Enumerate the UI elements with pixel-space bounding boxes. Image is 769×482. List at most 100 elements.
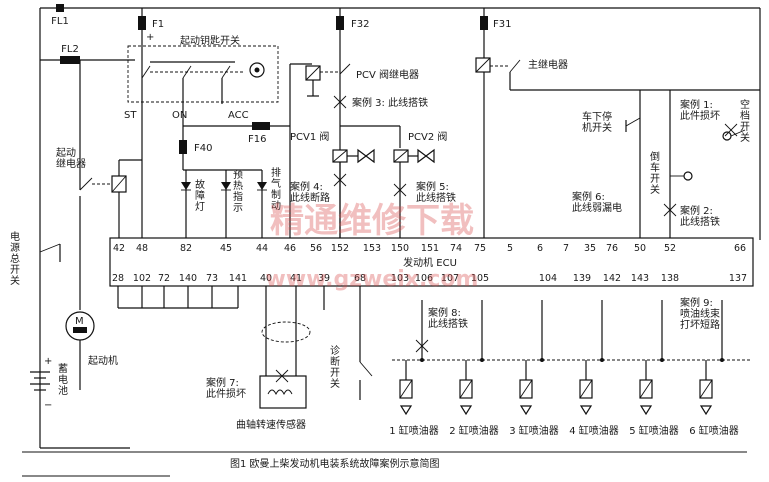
injector-label: 5 缸喷油器 — [629, 424, 679, 437]
ecu-top-pin: 5 — [507, 243, 513, 254]
preheat-lamp: 预热指示 — [221, 169, 243, 240]
ecu-bottom-pin: 68 — [354, 273, 366, 284]
ecu-bottom-pin: 105 — [471, 273, 489, 284]
starter-motor: M 起动机 — [65, 311, 118, 390]
case-6-label: 案例 6:此线弱漏电 — [572, 190, 622, 214]
ecu-bottom-pin: 39 — [318, 273, 330, 284]
neutral-switch: 空档开关 — [722, 98, 750, 144]
injector-label: 1 缸喷油器 — [389, 424, 439, 437]
case-5: 案例 5:此线搭铁 — [393, 180, 456, 204]
pcv1-valve: PCV1 阀 — [290, 130, 375, 240]
pcv2-label: PCV2 阀 — [408, 130, 447, 143]
watermark-url: www.gzweix.com — [266, 267, 479, 292]
key-pos-acc: ACC — [228, 110, 249, 121]
ecu-bottom-pin: 142 — [603, 273, 621, 284]
key-plus-label: + — [146, 32, 154, 43]
neutral-switch-label: 空档开关 — [740, 98, 750, 144]
start-relay: 起动继电器 — [56, 147, 142, 310]
fuse-f40-label: F40 — [194, 143, 212, 154]
ecu-bottom-pin: 141 — [229, 273, 247, 284]
watermark: 精通维修下载 www.gzweix.com — [266, 201, 479, 292]
ecu-bottom-pin: 143 — [631, 273, 649, 284]
ecu-top-pin: 66 — [734, 243, 746, 254]
injector-6: 6 缸喷油器 — [689, 300, 739, 437]
reverse-switch-label: 倒车开关 — [650, 151, 660, 196]
diag-switch-label: 诊断开关 — [330, 344, 340, 390]
figure-caption: 图1 欧曼上柴发动机电装系统故障案例示意简图 — [230, 457, 440, 470]
injector-2: 2 缸喷油器 — [449, 300, 499, 437]
diag-switch: 诊断开关 — [330, 286, 373, 400]
power-main-switch-label: 电源总开关 — [10, 230, 20, 287]
fault-lamp-label: 故障灯 — [195, 178, 205, 213]
key-switch-label: 起动钥匙开关 — [180, 34, 240, 47]
reverse-switch: 倒车开关 — [650, 90, 693, 240]
start-relay-label: 起动继电器 — [56, 147, 86, 170]
ecu-bottom-pin: 139 — [573, 273, 591, 284]
injector-label: 6 缸喷油器 — [689, 424, 739, 437]
injector-3: 3 缸喷油器 — [509, 300, 559, 437]
case-3: 案例 3: 此线搭铁 — [333, 95, 428, 109]
injector-label: 4 缸喷油器 — [569, 424, 619, 437]
crank-sensor: 案例 7:此件损坏 曲轴转速传感器 — [206, 286, 325, 431]
ecu-bottom-pin: 137 — [729, 273, 747, 284]
ecu-top-pin: 75 — [474, 243, 486, 254]
ecu-top-pin: 82 — [180, 243, 192, 254]
ecu-top-pin: 50 — [634, 243, 646, 254]
exhaust-brake-lamp-label: 排气制动 — [271, 166, 281, 212]
ecu-top-pin: 42 — [113, 243, 125, 254]
ecu-bottom-pin: 107 — [441, 273, 459, 284]
key-switch: 起动钥匙开关 + ST ON ACC — [124, 32, 279, 121]
fuse-f16: F16 — [182, 104, 291, 240]
exhaust-brake-lamp: 排气制动 — [257, 166, 281, 240]
ecu-top-pin: 35 — [584, 243, 596, 254]
ecu-top-pin: 6 — [537, 243, 543, 254]
ecu-bottom-pin: 140 — [179, 273, 197, 284]
case-4-label: 案例 4:此线断路 — [290, 180, 330, 204]
battery-label: 蓄电池 — [58, 363, 68, 397]
ecu-ground-bus — [117, 286, 239, 309]
starter-label: 起动机 — [88, 354, 118, 367]
ecu-top-pin: 44 — [256, 243, 268, 254]
case-2-label: 案例 2:此线搭铁 — [680, 204, 720, 228]
fuse-f32-label: F32 — [351, 19, 369, 30]
ecu-top-pin: 153 — [363, 243, 381, 254]
stop-switch: 车下停机开关 — [582, 90, 641, 240]
pcv-relay-label: PCV 阀继电器 — [356, 68, 419, 81]
preheat-lamp-label: 预热指示 — [233, 169, 243, 214]
fuse-fl1: FL1 — [51, 4, 69, 27]
battery: + − 蓄电池 — [30, 356, 68, 411]
main-relay-label: 主继电器 — [528, 58, 568, 71]
ecu-bottom-pin: 104 — [539, 273, 557, 284]
case-1-label: 案例 1:此件损坏 — [680, 98, 720, 122]
case-7-label: 案例 7:此件损坏 — [206, 376, 246, 400]
ecu-top-pin: 7 — [563, 243, 569, 254]
ecu-bottom-pin: 138 — [661, 273, 679, 284]
pcv2-valve: PCV2 阀 — [340, 125, 447, 240]
ecu-top-pin: 45 — [220, 243, 232, 254]
ecu-top-pin: 76 — [606, 243, 618, 254]
motor-symbol: M — [75, 316, 84, 327]
key-pos-st: ST — [124, 110, 137, 121]
ecu-bottom-pin: 106 — [415, 273, 433, 284]
case-4: 案例 4:此线断路 — [290, 173, 347, 204]
ecu-top-pin: 56 — [310, 243, 322, 254]
case-1: 案例 1:此件损坏 — [680, 98, 720, 122]
ecu-bottom-pin: 72 — [158, 273, 170, 284]
power-main-switch: 电源总开关 — [10, 230, 61, 287]
pcv1-label: PCV1 阀 — [290, 130, 329, 143]
case-2: 案例 2:此线搭铁 — [663, 203, 720, 228]
fuse-fl2: FL2 — [60, 44, 80, 64]
fuse-f1-label: F1 — [152, 19, 164, 30]
ecu-top-pin: 151 — [421, 243, 439, 254]
ecu-bottom-pin: 73 — [206, 273, 218, 284]
indicator-lamps: 故障灯 预热指示 排气制动 — [181, 166, 281, 240]
ecu-bottom-pin: 102 — [133, 273, 151, 284]
fault-lamp: 故障灯 — [181, 170, 205, 240]
fuse-f1: F1 — [138, 8, 164, 50]
ecu-top-pin: 150 — [391, 243, 409, 254]
